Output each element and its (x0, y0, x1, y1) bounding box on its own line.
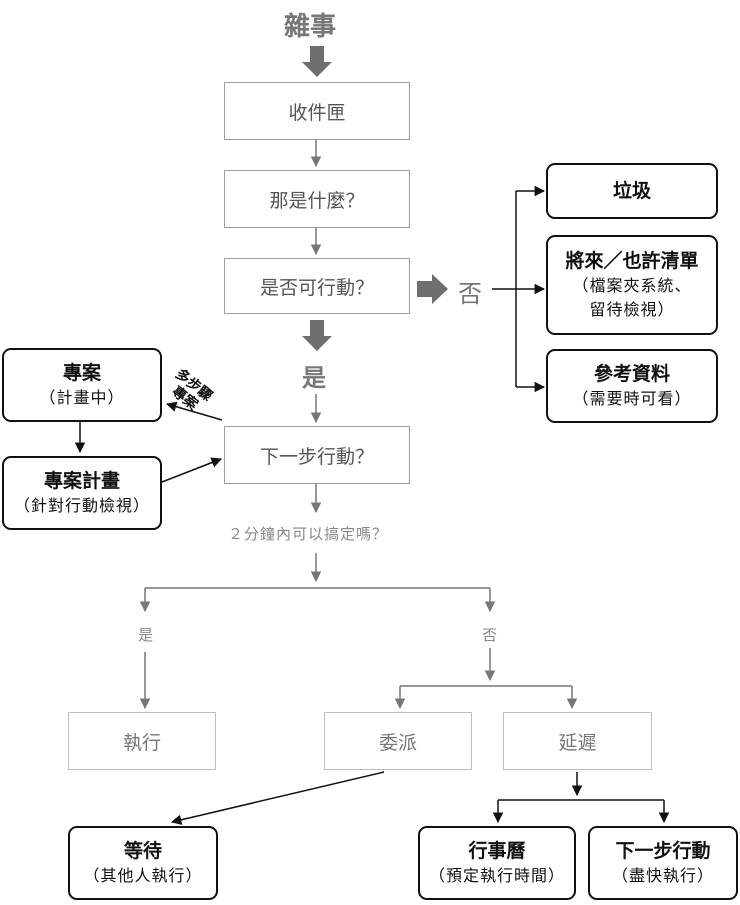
next-action-box: 下一步行動？ (224, 426, 410, 484)
reference-box: 參考資料 （需要時可看） (546, 349, 718, 423)
actionable-label: 是否可行動？ (259, 276, 374, 299)
next-actions-title: 下一步行動 (615, 840, 711, 862)
trash-box: 垃圾 (546, 163, 718, 219)
inbox-label: 收件匣 (288, 101, 346, 124)
do-it-label: 執行 (122, 731, 161, 754)
project-sub: （計畫中） (39, 388, 125, 407)
do-it-box: 執行 (68, 712, 216, 770)
no-small-label: 否 (482, 626, 498, 644)
trash-title: 垃圾 (612, 180, 651, 202)
someday-title: 將來／也許清單 (565, 250, 699, 272)
delegate-box: 委派 (324, 712, 472, 770)
two-minute-label: ２分鐘內可以搞定嗎？ (228, 525, 389, 543)
next-actions-sub: （盡快執行） (611, 866, 714, 885)
project-plan-title: 專案計畫 (43, 470, 120, 492)
calendar-title: 行事曆 (468, 840, 526, 862)
yes-small-label: 是 (138, 626, 154, 644)
project-plan-sub: （針對行動檢視） (13, 496, 150, 515)
big-arrow-right (417, 274, 448, 304)
project-title: 專案 (62, 362, 101, 384)
waiting-sub: （其他人執行） (83, 866, 203, 885)
inbox-box: 收件匣 (224, 82, 410, 140)
defer-label: 延遲 (558, 731, 597, 754)
project-plan-box: 專案計畫 （針對行動檢視） (2, 456, 162, 530)
calendar-sub: （預定執行時間） (428, 866, 565, 885)
defer-box: 延遲 (503, 712, 652, 770)
what-label: 那是什麼？ (269, 189, 365, 212)
waiting-title: 等待 (123, 840, 162, 862)
big-arrow-down-1 (302, 46, 332, 77)
actionable-box: 是否可行動？ (224, 258, 410, 314)
delegate-label: 委派 (378, 731, 417, 754)
project-box: 專案 （計畫中） (2, 348, 162, 422)
calendar-box: 行事曆 （預定執行時間） (418, 826, 576, 900)
no-label: 否 (458, 280, 482, 308)
yes-label: 是 (302, 364, 326, 392)
someday-sub1: （檔案夾系統、 (572, 276, 692, 295)
waiting-box: 等待 （其他人執行） (68, 826, 218, 900)
someday-sub2: 留待檢視） (589, 300, 675, 319)
what-box: 那是什麼？ (224, 170, 410, 228)
next-actions-box: 下一步行動 （盡快執行） (588, 826, 738, 900)
reference-sub: （需要時可看） (572, 389, 692, 408)
big-arrow-down-2 (302, 320, 332, 351)
reference-title: 參考資料 (593, 363, 670, 385)
next-action-label: 下一步行動？ (259, 445, 374, 468)
someday-box: 將來／也許清單 （檔案夾系統、 留待檢視） (546, 235, 718, 335)
start-label: 雜事 (284, 12, 337, 42)
